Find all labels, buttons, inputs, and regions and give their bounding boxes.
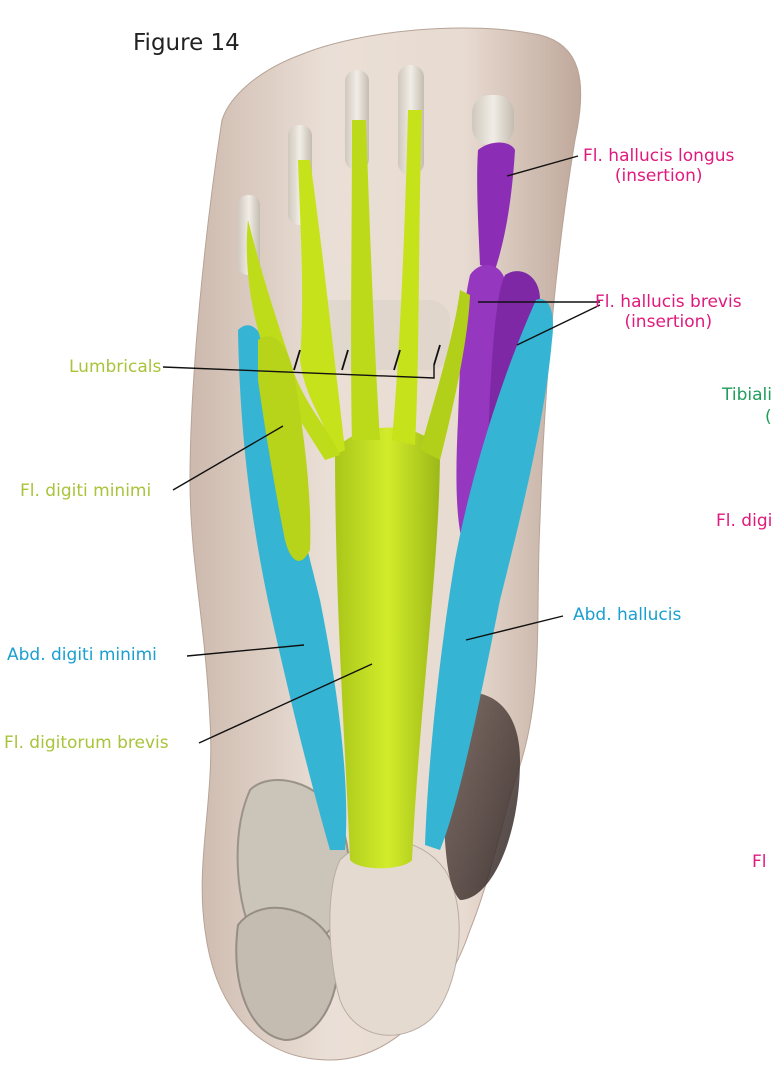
label-cut-tibialis: Tibiali bbox=[722, 385, 772, 405]
label-cut-fl: Fl bbox=[752, 852, 767, 872]
label-fl-digiti-minimi: Fl. digiti minimi bbox=[20, 481, 151, 501]
label-cut-fl-digi: Fl. digi bbox=[716, 511, 772, 531]
label-fl-digitorum-brevis: Fl. digitorum brevis bbox=[4, 733, 169, 753]
label-fl-hallucis-brevis-line1: Fl. hallucis brevis bbox=[595, 292, 742, 312]
label-fl-hallucis-brevis: Fl. hallucis brevis (insertion) bbox=[595, 292, 742, 332]
figure-title: Figure 14 bbox=[133, 30, 240, 56]
label-cut-paren: ( bbox=[765, 407, 772, 427]
label-fl-hallucis-longus-line2: (insertion) bbox=[583, 166, 734, 186]
label-fl-hallucis-longus-line1: Fl. hallucis longus bbox=[583, 146, 734, 166]
label-fl-hallucis-brevis-line2: (insertion) bbox=[595, 312, 742, 332]
label-lumbricals: Lumbricals bbox=[69, 357, 161, 377]
label-abd-digiti-minimi: Abd. digiti minimi bbox=[7, 645, 157, 665]
label-abd-hallucis: Abd. hallucis bbox=[573, 605, 681, 625]
label-fl-hallucis-longus: Fl. hallucis longus (insertion) bbox=[583, 146, 734, 186]
calcaneus bbox=[330, 840, 459, 1035]
